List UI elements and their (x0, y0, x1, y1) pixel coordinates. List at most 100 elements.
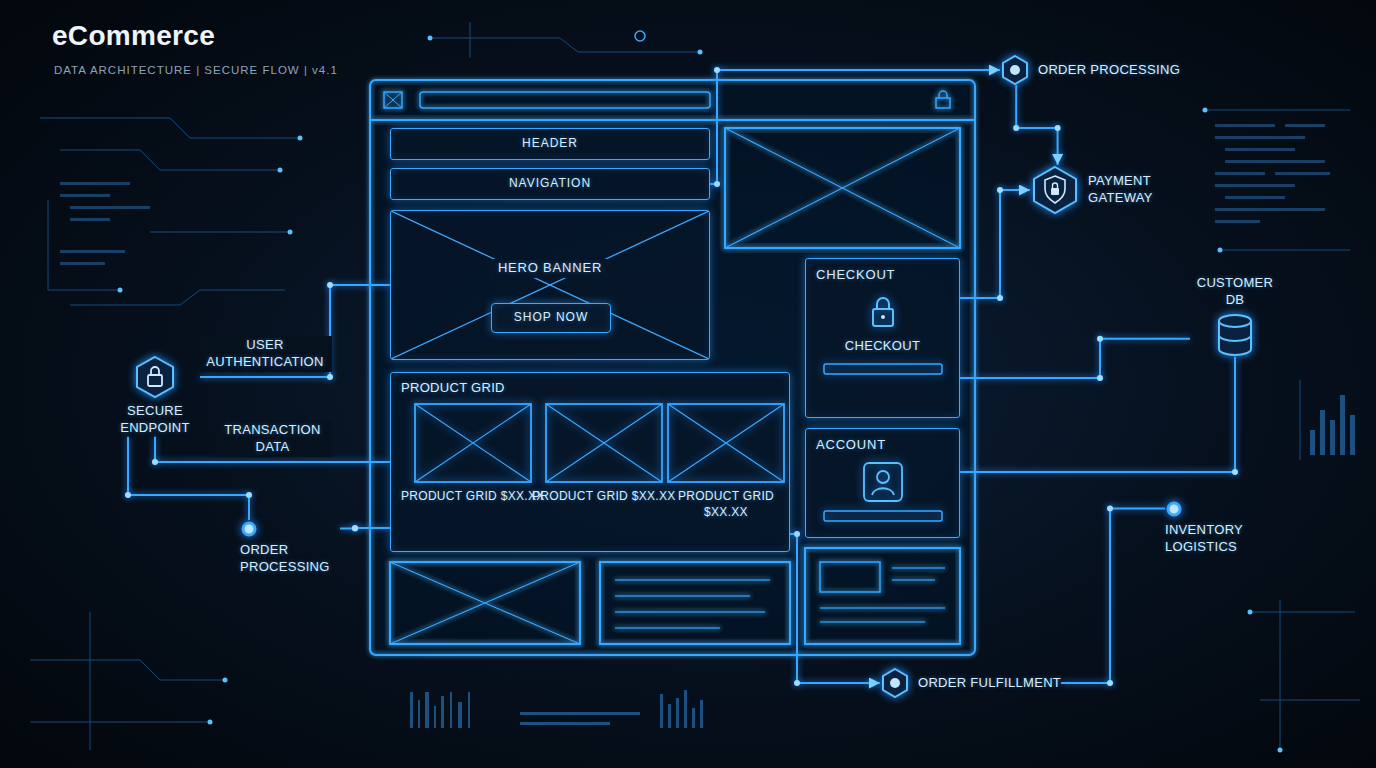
decor-path (384, 92, 402, 108)
image-placeholder (667, 403, 785, 483)
decor-path (872, 488, 894, 495)
decor-ellipse (1219, 315, 1251, 327)
decor-path (391, 211, 709, 359)
connector (790, 534, 880, 683)
junction-dot (1232, 469, 1238, 475)
navigation-bar: NAVIGATION (390, 168, 710, 200)
node-dot (1165, 500, 1183, 518)
decor-circle (1248, 610, 1253, 615)
decor-rect (418, 700, 420, 728)
junction-dot (327, 374, 333, 380)
account-panel: ACCOUNT (805, 428, 960, 538)
service-node: ORDER PROCESSING (1000, 55, 1180, 85)
decor-path (1250, 612, 1355, 613)
decor-path (1045, 176, 1065, 203)
decor-rect (546, 404, 662, 482)
decor-rect (668, 404, 784, 482)
decor-rect (805, 548, 960, 644)
junction-dot (352, 525, 358, 531)
database-node: CUSTOMER DB (1190, 275, 1280, 357)
junction-dot (714, 181, 720, 187)
decor-rect (410, 692, 413, 728)
junction-dot (794, 680, 800, 686)
node-text: SECURE ENDPOINT (110, 403, 200, 437)
hero-banner: HERO BANNERSHOP NOW (390, 210, 710, 360)
decor-path (820, 568, 945, 622)
decor-circle (698, 50, 703, 55)
decor-circle (877, 471, 889, 483)
decor-line (370, 119, 975, 121)
node-text: CHECKOUT (816, 267, 895, 284)
image-placeholder (545, 403, 663, 483)
decor-rect (684, 690, 687, 728)
decor-rect (1215, 136, 1305, 139)
node-text: PRODUCT GRID (401, 380, 779, 397)
decor-rect (1320, 410, 1325, 455)
decor-path (546, 404, 662, 482)
user-icon (863, 462, 903, 502)
connector (1016, 85, 1057, 165)
browser-frame (370, 80, 975, 655)
connector (960, 190, 1030, 298)
decor-circle (635, 31, 645, 41)
decor-circle (1168, 503, 1180, 515)
junction-dot (997, 295, 1003, 301)
decor-rect (676, 698, 679, 728)
connector (710, 70, 1000, 184)
decor-rect (692, 708, 695, 728)
decor-rect (1225, 160, 1325, 163)
decor-polygon (883, 669, 907, 697)
decor-path (40, 118, 300, 138)
decor-rect (936, 98, 950, 108)
decor-circle (890, 678, 900, 688)
hex-icon (880, 668, 910, 698)
junction-dot (1107, 505, 1113, 511)
node-text: SHOP NOW (514, 310, 588, 326)
decor-rect (434, 706, 436, 728)
decor-rect (70, 218, 110, 221)
junction-dot (327, 282, 333, 288)
decor-path (30, 722, 210, 723)
connector (960, 339, 1190, 378)
junction-dot (997, 187, 1003, 193)
connector (340, 527, 390, 529)
diagram-title: eCommerce (52, 20, 215, 52)
connector (960, 357, 1235, 472)
decor-rect (1285, 124, 1325, 127)
decor-rect (824, 364, 942, 374)
decor-circle (288, 230, 293, 235)
product-card: PRODUCT GRID $XX.XX (532, 403, 676, 505)
decor-circle (298, 136, 303, 141)
cta-button: SHOP NOW (491, 303, 611, 333)
node-text: ORDER FULFILLMENT (918, 675, 1061, 692)
decor-rect (70, 206, 150, 209)
node-text: ORDER PROCESSING (240, 542, 340, 576)
checkout-panel: CHECKOUT CHECKOUT (805, 258, 960, 418)
decor-path (1280, 600, 1281, 750)
junction-dot (1055, 125, 1061, 131)
decor-rect (864, 463, 902, 501)
decor-polygon (1034, 167, 1076, 213)
node-text: NAVIGATION (509, 176, 591, 192)
decor-rect (1215, 184, 1295, 187)
decor-rect (1215, 172, 1265, 175)
service-node: ORDER PROCESSING (240, 520, 340, 576)
decor-path (1219, 335, 1251, 341)
decor-rect (370, 80, 975, 655)
decor-rect (820, 562, 880, 592)
node-text: INVENTORY LOGISTICS (1165, 522, 1265, 556)
decor-rect (468, 692, 470, 728)
decor-path (470, 22, 471, 58)
decor-rect (1225, 196, 1285, 199)
decor-path (30, 660, 225, 680)
node-text: CHECKOUT (845, 338, 920, 355)
node-text: ACCOUNT (816, 437, 886, 454)
lock-icon (866, 292, 900, 330)
decor-path (615, 580, 770, 628)
service-node: ORDER FULFILLMENT (880, 668, 1061, 698)
product-card: PRODUCT GRID $XX.XX (401, 403, 545, 505)
decor-rect (60, 250, 125, 253)
subtitle: DATA ARCHITECTURE | SECURE FLOW | v4.1 (54, 64, 338, 76)
decor-circle (223, 678, 228, 683)
product-grid: PRODUCT GRID PRODUCT GRID $XX.XXPRODUCT G… (390, 372, 790, 552)
